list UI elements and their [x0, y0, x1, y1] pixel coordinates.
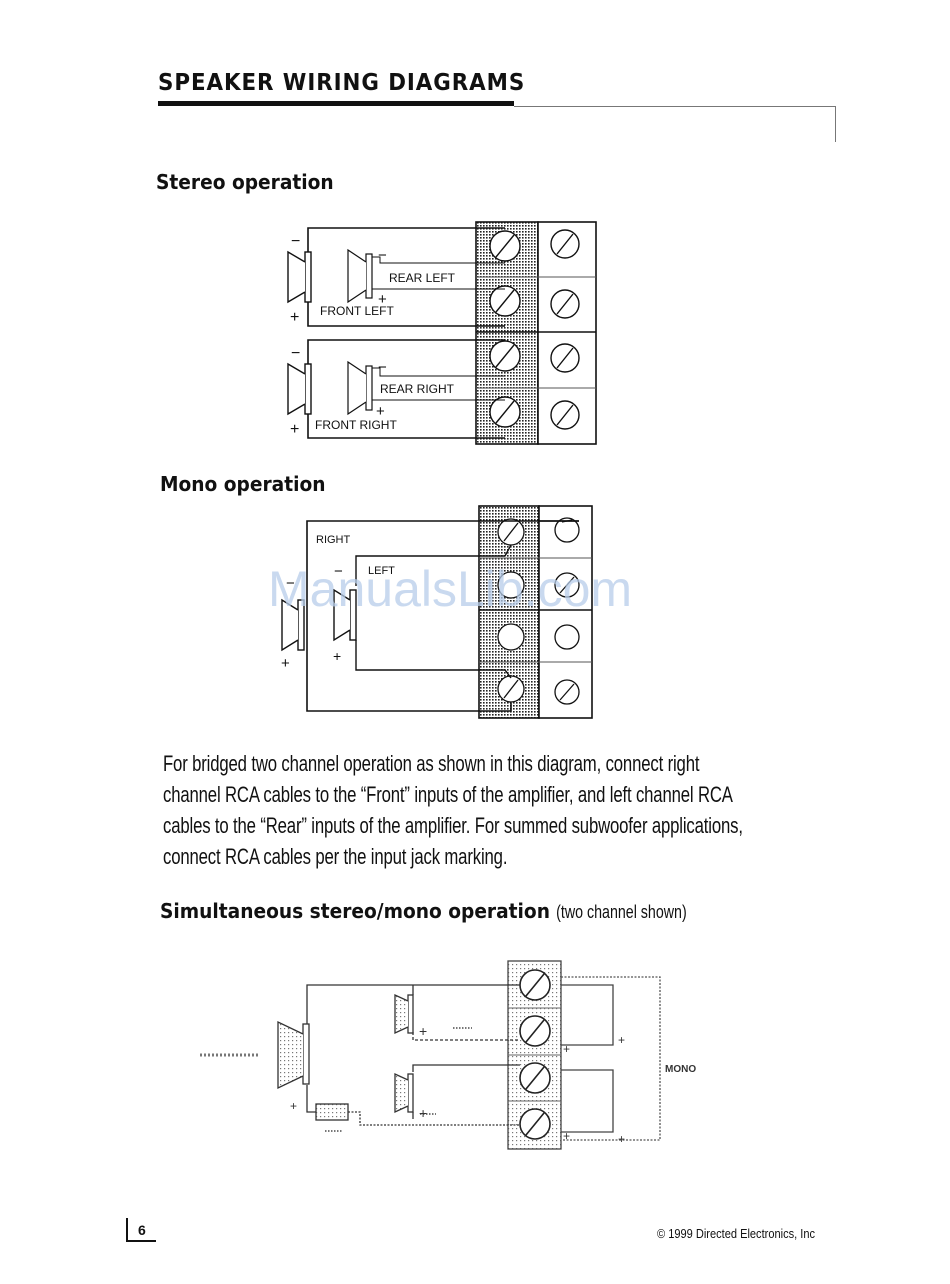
simultaneous-heading-bold: Simultaneous stereo/mono operation [160, 899, 550, 923]
footer-mark-vertical [126, 1218, 128, 1242]
stereo-fr-minus: − [291, 345, 300, 362]
stereo-rl-plus: + [378, 291, 387, 308]
stereo-screws [489, 229, 580, 430]
stereo-fr-plus: + [290, 421, 299, 438]
stereo-fl-minus: − [291, 233, 300, 250]
title-rule-tick [835, 106, 836, 142]
bridged-operation-text: For bridged two channel operation as sho… [163, 751, 743, 869]
watermark: ManualsLib.com [268, 561, 633, 617]
copyright: © 1999 Directed Electronics, Inc [657, 1226, 816, 1241]
title-rule [514, 106, 836, 107]
label-mono-left: LEFT [368, 565, 395, 577]
title-underline [158, 101, 514, 106]
mono-heading: Mono operation [160, 472, 326, 496]
page-number: 6 [138, 1222, 146, 1238]
mono-left-minus: − [334, 563, 343, 580]
sim-plus-3: + [563, 1042, 570, 1056]
sim-plus-5: + [618, 1033, 625, 1047]
label-sim-mono: MONO [665, 1064, 696, 1075]
label-mono-right: RIGHT [316, 534, 351, 546]
simultaneous-heading-note: (two channel shown) [556, 902, 687, 922]
stereo-rr-plus: + [376, 403, 385, 420]
stereo-fl-plus: + [290, 309, 299, 326]
label-rear-right: REAR RIGHT [380, 382, 455, 396]
page-title: SPEAKER WIRING DIAGRAMS [158, 70, 526, 96]
footer-mark-horizontal [126, 1240, 156, 1242]
sim-plus-7: + [290, 1099, 297, 1113]
sim-plus-6: + [618, 1132, 625, 1146]
simultaneous-diagram [200, 960, 661, 1150]
label-front-right: FRONT RIGHT [315, 418, 397, 432]
label-rear-left: REAR LEFT [389, 271, 456, 285]
sim-plus-4: + [563, 1129, 570, 1143]
mono-left-plus: + [333, 648, 341, 664]
stereo-diagram [287, 221, 597, 445]
sim-plus-1: + [419, 1023, 427, 1039]
stereo-heading: Stereo operation [156, 170, 334, 194]
simultaneous-heading: Simultaneous stereo/mono operation (two … [160, 899, 710, 923]
mono-right-plus: + [281, 655, 290, 672]
mono-diagram [281, 505, 593, 719]
label-front-left: FRONT LEFT [320, 304, 394, 318]
stereo-rl-minus: − [378, 247, 387, 264]
sim-plus-2: + [419, 1105, 427, 1121]
stereo-rr-minus: − [378, 359, 387, 376]
mono-right-minus: − [286, 575, 295, 592]
